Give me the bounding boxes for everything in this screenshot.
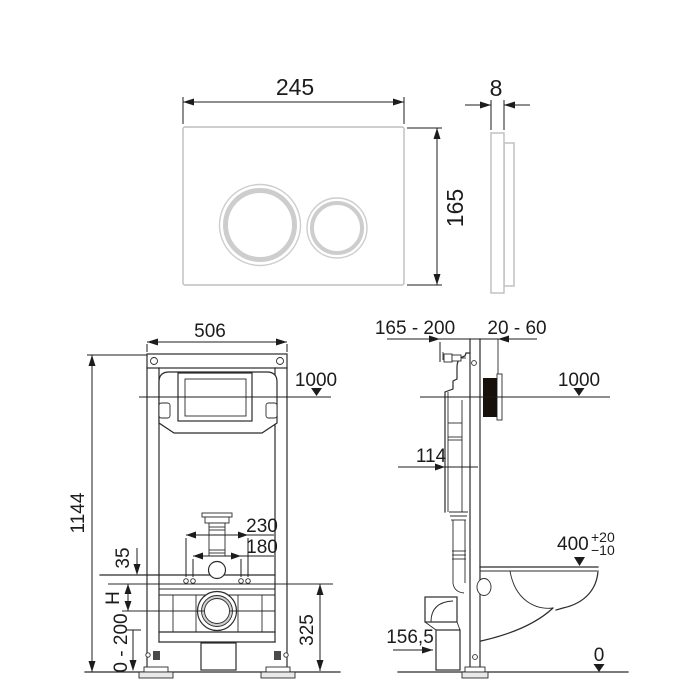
adjustable-foot-left <box>138 666 174 679</box>
flush-button-small <box>306 197 368 259</box>
flush-plate <box>182 126 405 286</box>
frame-front-view: 506 1144 1000 230 <box>68 321 341 679</box>
wc-outlet <box>196 590 238 632</box>
cistern-tab-left <box>158 402 171 419</box>
dim-cistern-depth: 114 <box>398 446 478 471</box>
offset-35-label: 35 <box>113 547 134 568</box>
waste-height-label: 156,5 <box>386 627 434 648</box>
wall-bracket-right <box>274 651 289 660</box>
dim-stud-outer: 230 <box>185 516 278 577</box>
dim-foot-range: 0 - 200 <box>111 613 141 673</box>
dim-plate-width: 245 <box>182 74 405 124</box>
dim-stud-inner: 180 <box>192 537 278 577</box>
waste-elbow <box>424 596 461 671</box>
flush-plate-side-view: 8 <box>465 75 530 294</box>
bowl-tol-minus-label: −10 <box>591 542 615 558</box>
bowl-tol-plus-label: +20 <box>591 529 615 545</box>
foot-range-label: 0 - 200 <box>111 613 132 672</box>
plate-profile <box>490 132 505 294</box>
mounting-frame <box>99 353 296 679</box>
bowl-height-label: 400 <box>557 534 589 555</box>
flush-bend <box>201 512 233 580</box>
level-marker-1000-side: 1000 <box>420 370 610 398</box>
dim-offset-35: 35 <box>113 547 141 575</box>
dim-plate-thickness: 8 <box>465 75 530 130</box>
dim-height-h: H <box>103 584 132 611</box>
wall-bracket-left <box>145 651 160 660</box>
height-h-label: H <box>103 591 124 605</box>
plate-height-label: 165 <box>442 189 468 227</box>
dim-supply-wall: 165 - 200 20 - 60 <box>375 318 547 343</box>
fixing-studs <box>183 578 251 584</box>
frame-height-label: 1144 <box>68 492 89 533</box>
frame-hole-left <box>150 357 158 365</box>
level-marker-1000-front: 1000 <box>139 370 337 398</box>
dim-waste-height: 156,5 <box>386 627 434 654</box>
dim-frame-height: 1144 <box>68 354 147 672</box>
level-1000-label-front: 1000 <box>295 370 337 391</box>
plate-width-label: 245 <box>276 74 314 100</box>
frame-profile <box>461 338 489 679</box>
cistern-side <box>444 352 471 521</box>
level-1000-label-side: 1000 <box>558 370 600 391</box>
flush-pipe-side <box>452 520 492 596</box>
cistern-front <box>158 371 278 434</box>
stud-inner-label: 180 <box>246 537 278 558</box>
stud-outer-label: 230 <box>246 516 278 537</box>
plate-thickness-label: 8 <box>490 75 503 101</box>
wc-bowl <box>479 566 599 642</box>
flush-button-large <box>218 183 302 267</box>
supply-range-label: 165 - 200 <box>375 318 455 339</box>
dim-bowl-height: 400 +20 −10 <box>557 529 615 566</box>
installation-side-view: 165 - 200 20 - 60 1000 114 400 +20 −10 1… <box>375 318 629 679</box>
cistern-depth-label: 114 <box>416 446 447 467</box>
level-marker-floor: 0 <box>593 645 605 672</box>
frame-bottom-box <box>200 642 237 671</box>
frame-hole-right <box>276 357 284 365</box>
flush-plate-front-view: 245 165 <box>182 74 468 286</box>
adjustable-foot-right <box>260 666 296 679</box>
floor-level-label: 0 <box>594 645 605 666</box>
cistern-tab-right <box>265 402 278 419</box>
dim-plate-height: 165 <box>407 127 468 286</box>
water-supply-connection <box>439 342 466 363</box>
plate-frame-profile <box>503 142 515 287</box>
frame-width-label: 506 <box>194 321 226 342</box>
dim-frame-width: 506 <box>146 321 288 352</box>
dim-outlet-level: 325 <box>297 584 324 671</box>
wall-range-label: 20 - 60 <box>487 318 546 339</box>
outlet-level-label: 325 <box>297 614 318 646</box>
